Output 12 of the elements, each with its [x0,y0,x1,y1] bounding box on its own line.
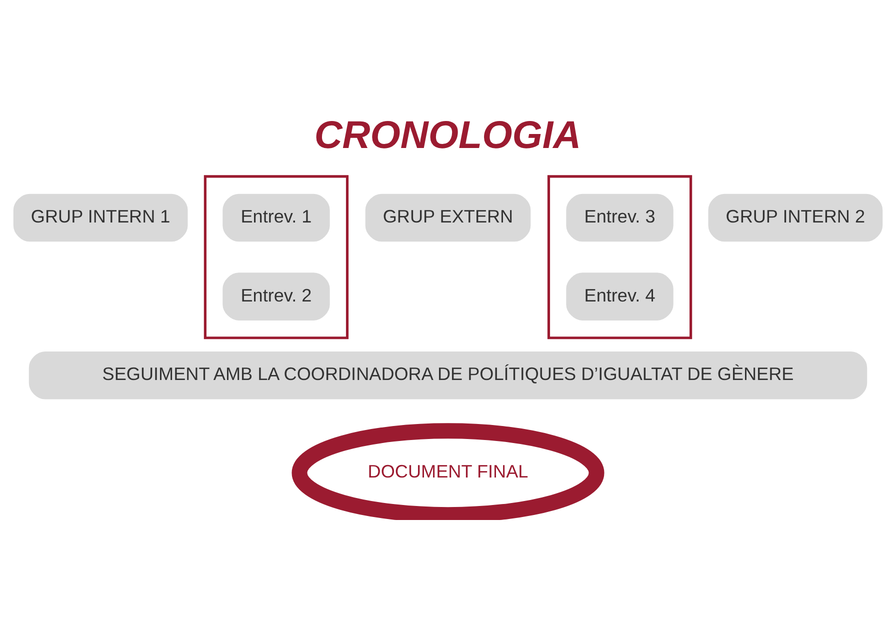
node-box: Entrev. 1 [222,193,330,242]
node-box: Entrev. 3 [566,193,674,242]
cluster [204,174,349,339]
node-box: SEGUIMENT AMB LA COORDINADORA DE POLÍTIQUES D’IGUALTAT DE GÈNERE [28,350,868,399]
diagram-title: CRONOLOGIA [314,114,582,157]
node-box: GRUP INTERN 1 [13,193,188,242]
cluster [547,174,692,339]
node-box: Entrev. 2 [222,272,330,320]
node-box: GRUP INTERN 2 [708,193,883,242]
node-box: Entrev. 4 [566,272,674,320]
node-box: GRUP EXTERN [365,193,531,242]
node-ellipse: DOCUMENT FINAL [292,422,604,520]
